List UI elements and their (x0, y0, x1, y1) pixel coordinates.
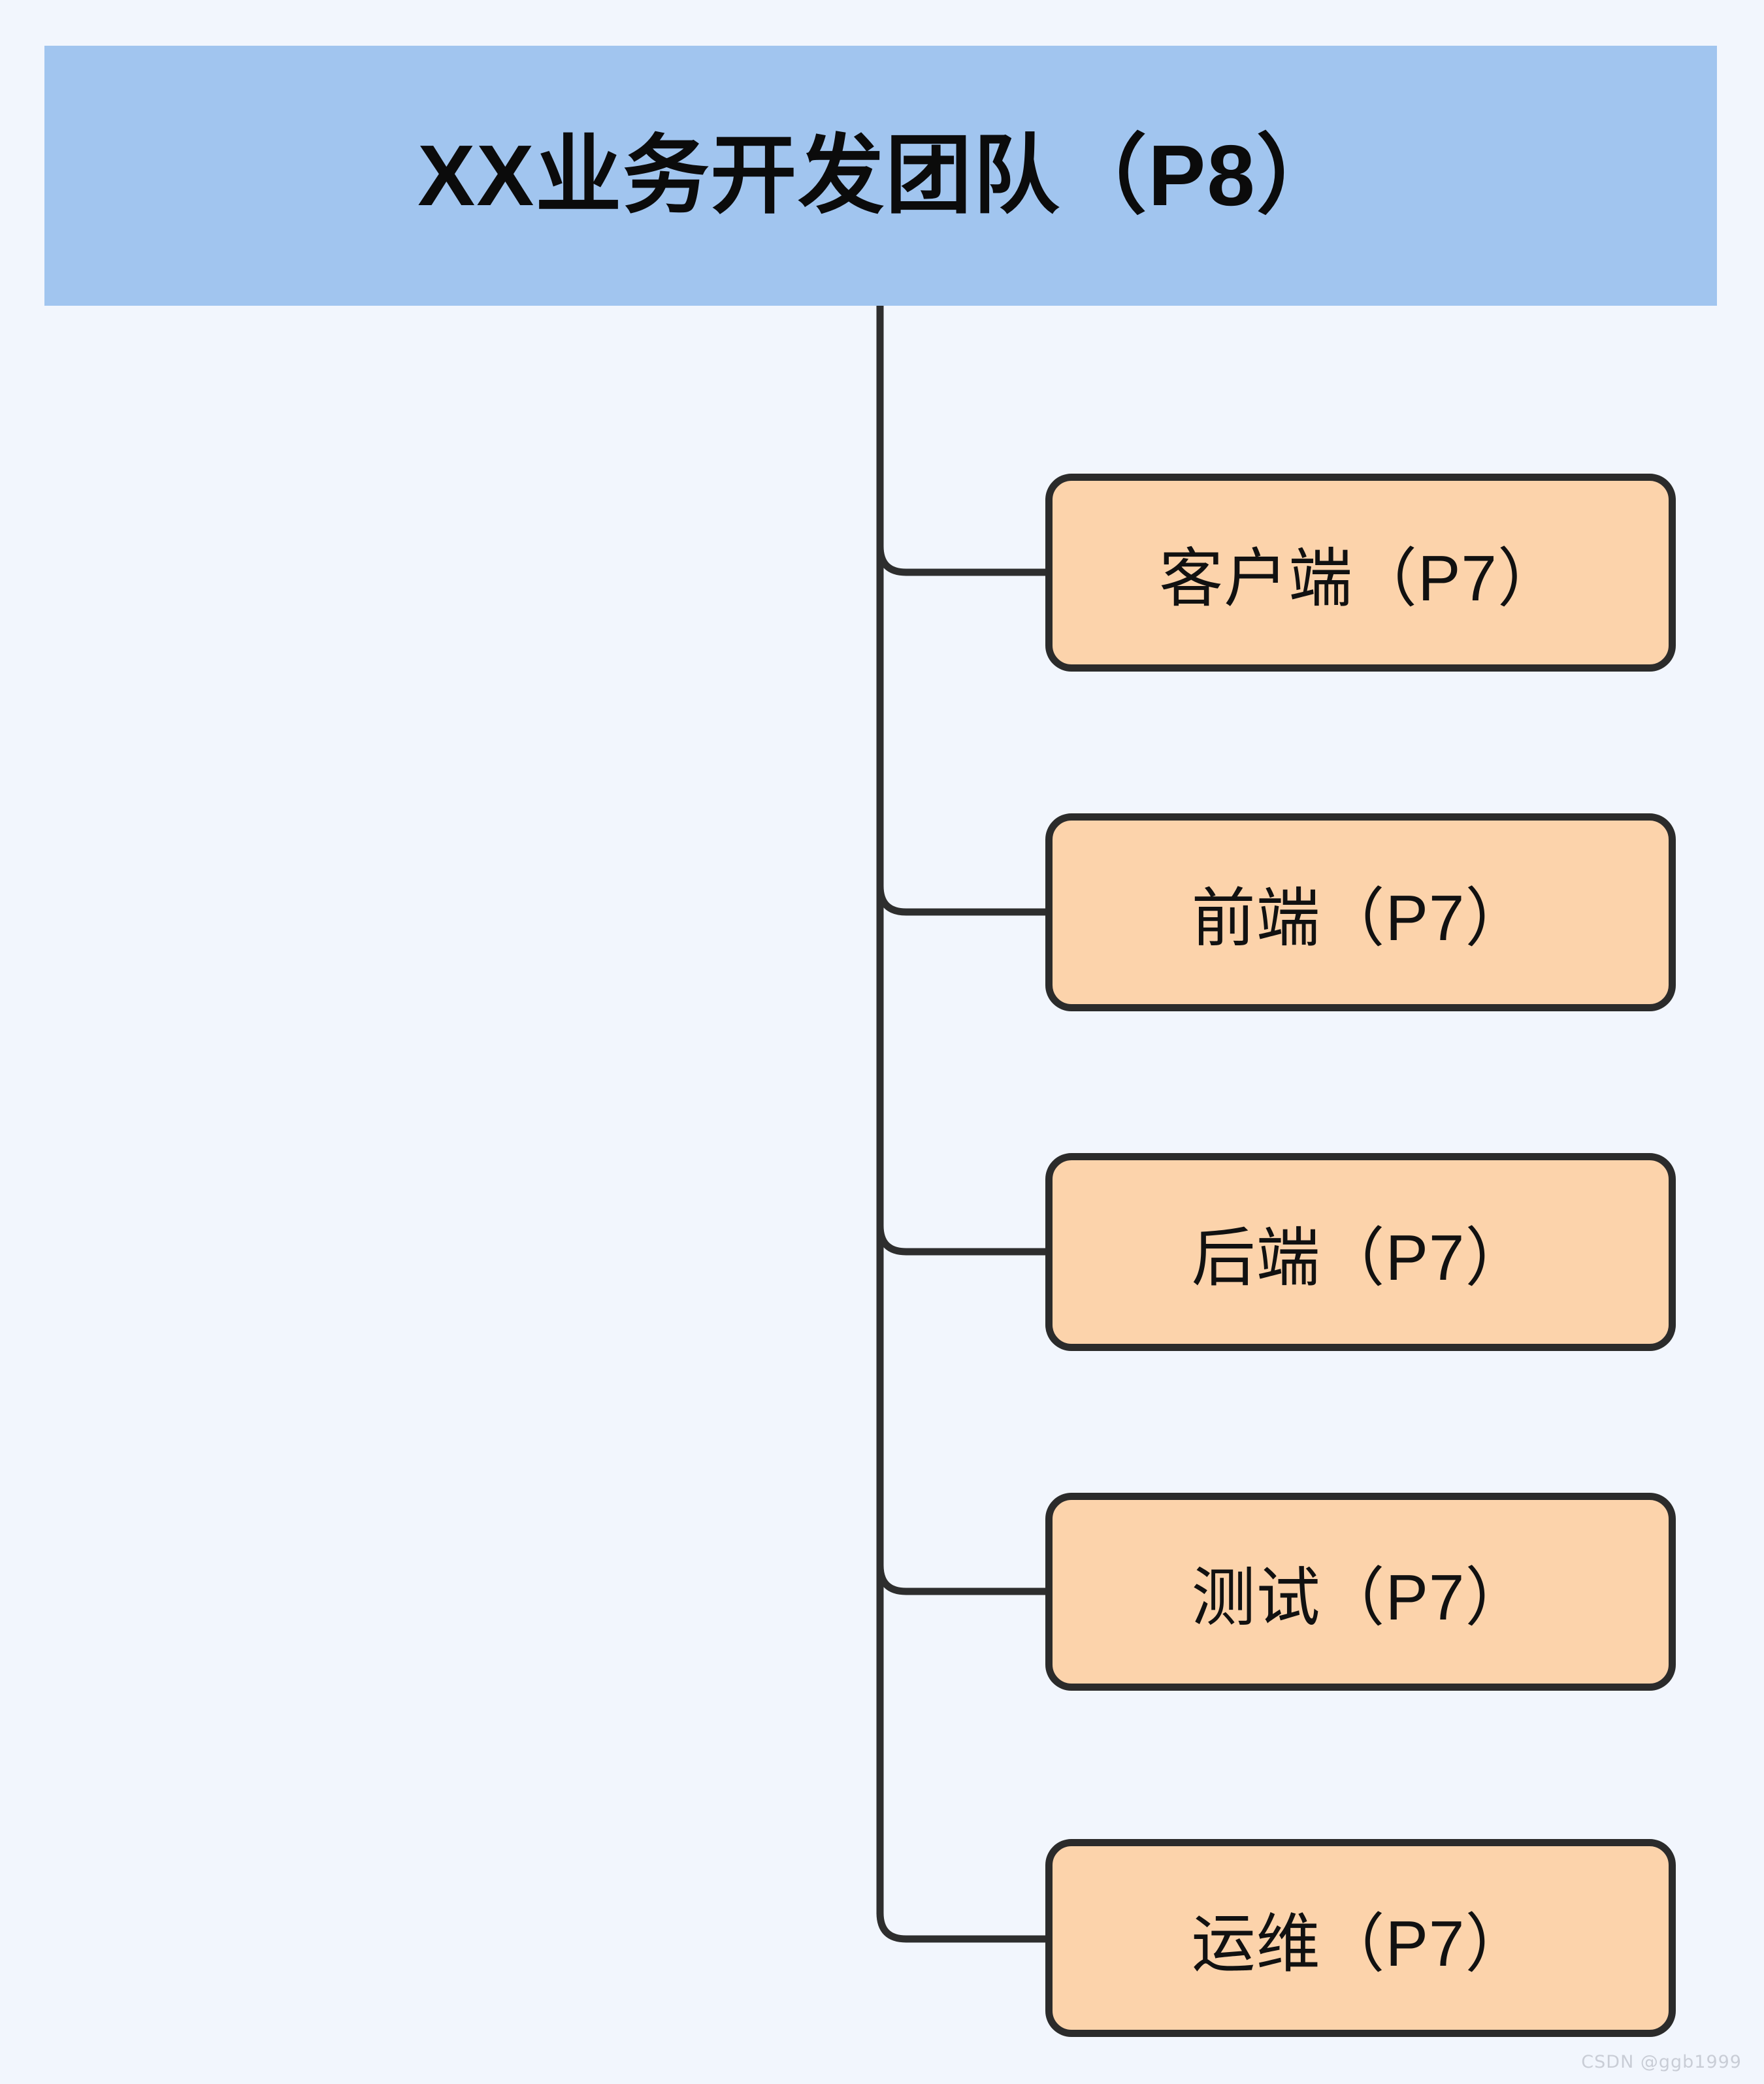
child-node-label: 测试（P7） (1191, 1561, 1530, 1633)
watermark-text: CSDN @ggb1999 (1581, 2052, 1742, 2072)
connector-branch-4 (876, 1565, 1045, 1595)
child-node-label: 后端（P7） (1191, 1221, 1530, 1294)
connector-branch-3 (876, 1225, 1045, 1256)
root-node-xx-business-dev-team[interactable]: XX业务开发团队（P8） (44, 46, 1717, 306)
root-node-label: XX业务开发团队（P8） (417, 127, 1344, 224)
connector-branch-5 (876, 1912, 1045, 1943)
child-node-client[interactable]: 客户端（P7） (1045, 474, 1676, 672)
child-node-label: 运维（P7） (1191, 1907, 1530, 1979)
child-node-qa[interactable]: 测试（P7） (1045, 1493, 1676, 1691)
child-node-label: 客户端（P7） (1159, 542, 1562, 614)
child-node-backend[interactable]: 后端（P7） (1045, 1153, 1676, 1351)
child-node-label: 前端（P7） (1191, 881, 1530, 954)
connector-branch-1 (876, 545, 1045, 576)
connector-branch-2 (876, 885, 1045, 916)
child-node-devops[interactable]: 运维（P7） (1045, 1839, 1676, 2037)
child-node-frontend[interactable]: 前端（P7） (1045, 813, 1676, 1011)
